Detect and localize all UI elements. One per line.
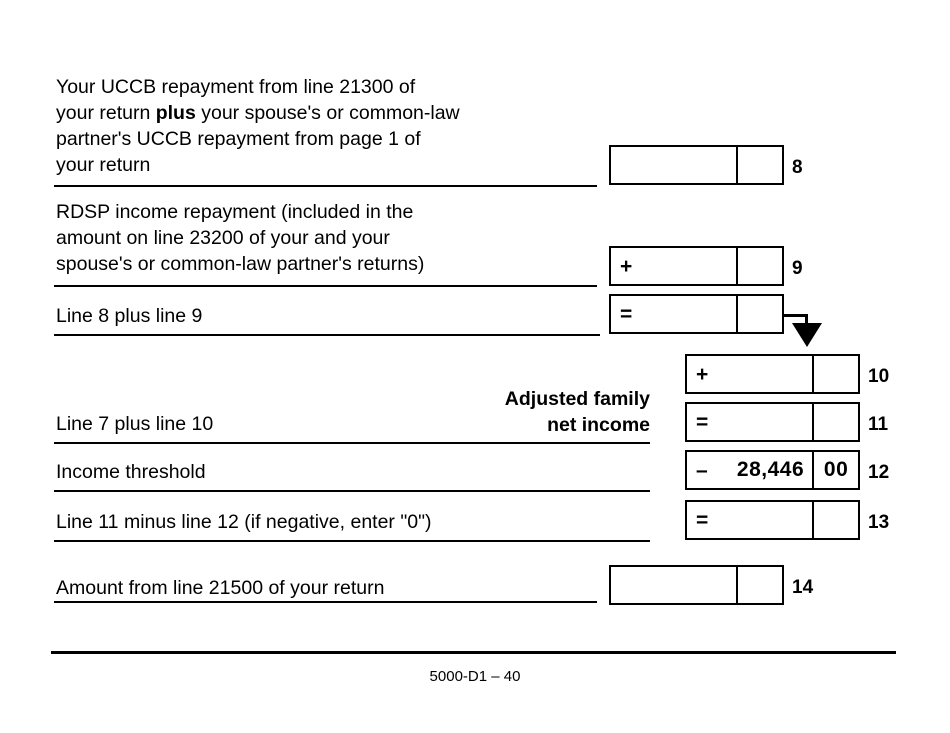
form-code-footer: 5000-D1 – 40	[429, 668, 521, 685]
line-11-description: Line 7 plus line 10	[56, 413, 214, 435]
line-14-number: 14	[792, 577, 814, 598]
line-10-cents-cell[interactable]	[814, 356, 858, 392]
line-12-rule	[54, 490, 650, 492]
line-9-operator: +	[620, 254, 633, 278]
line-8-number: 8	[792, 157, 803, 178]
line-9-cents-cell[interactable]	[738, 248, 782, 284]
line-14-rule	[54, 601, 597, 603]
line-13-description: Line 11 minus line 12 (if negative, ente…	[56, 511, 432, 533]
line-11-cents-cell[interactable]	[814, 404, 858, 440]
line-12-amount-value: 28,446	[736, 458, 805, 481]
line-10-operator: +	[696, 362, 709, 386]
line-8-text-before: Your UCCB repayment from line 21300 of y…	[56, 76, 416, 124]
line-8-plus-9-rule	[54, 334, 600, 336]
line-13-operator: =	[696, 508, 709, 532]
line-13-amount-box[interactable]: =	[685, 500, 860, 540]
line-12-description: Income threshold	[56, 461, 206, 483]
adjusted-family-net-income-note: Adjusted family net income	[504, 388, 650, 436]
carry-arrow-horizontal-segment	[782, 314, 807, 317]
line-8-rule	[54, 185, 597, 187]
line-14-dollars-cell[interactable]	[611, 567, 739, 603]
line-13-cents-cell[interactable]	[814, 502, 858, 538]
line-8-text-after: your spouse's or common-law partner's UC…	[56, 102, 460, 176]
line-8-plus-9-operator: =	[620, 302, 633, 326]
line-14-amount-box[interactable]	[609, 565, 784, 605]
line-8-cents-cell[interactable]	[738, 147, 782, 183]
line-9-description: RDSP income repayment (included in the a…	[56, 201, 425, 275]
line-13-rule	[54, 540, 650, 542]
line-14-cents-cell[interactable]	[738, 567, 782, 603]
line-8-plus-9-description: Line 8 plus line 9	[56, 305, 203, 327]
line-9-number: 9	[792, 258, 803, 279]
carry-arrow-vertical-segment	[805, 314, 808, 324]
carry-arrow-head-icon	[792, 323, 822, 347]
line-11-operator: =	[696, 410, 709, 434]
line-12-amount-box[interactable]: – 28,446 00	[685, 450, 860, 490]
line-12-number: 12	[868, 462, 890, 483]
line-9-amount-box[interactable]: +	[609, 246, 784, 286]
line-10-dollars-cell[interactable]: +	[687, 356, 815, 392]
footer-divider	[51, 651, 896, 654]
line-10-number: 10	[868, 366, 890, 387]
line-8-text-emphasis: plus	[155, 102, 196, 124]
line-13-number: 13	[868, 512, 890, 533]
line-9-dollars-cell[interactable]: +	[611, 248, 739, 284]
line-12-cents-cell[interactable]: 00	[814, 452, 858, 488]
line-8-dollars-cell[interactable]	[611, 147, 739, 183]
line-13-dollars-cell[interactable]: =	[687, 502, 815, 538]
line-11-rule	[54, 442, 650, 444]
line-10-amount-box[interactable]: +	[685, 354, 860, 394]
line-12-cents-value: 00	[823, 458, 849, 481]
line-11-dollars-cell[interactable]: =	[687, 404, 815, 440]
line-8-description: Your UCCB repayment from line 21300 of y…	[56, 74, 616, 178]
line-8-plus-9-amount-box[interactable]: =	[609, 294, 784, 334]
line-12-dollars-cell[interactable]: – 28,446	[687, 452, 815, 488]
line-11-number: 11	[868, 414, 889, 435]
line-14-description: Amount from line 21500 of your return	[56, 577, 385, 599]
carry-down-arrow	[782, 306, 842, 356]
line-8-plus-9-cents-cell[interactable]	[738, 296, 782, 332]
line-12-operator: –	[696, 458, 708, 482]
line-11-amount-box[interactable]: =	[685, 402, 860, 442]
line-8-amount-box[interactable]	[609, 145, 784, 185]
line-9-rule	[54, 285, 597, 287]
line-8-plus-9-dollars-cell[interactable]: =	[611, 296, 739, 332]
